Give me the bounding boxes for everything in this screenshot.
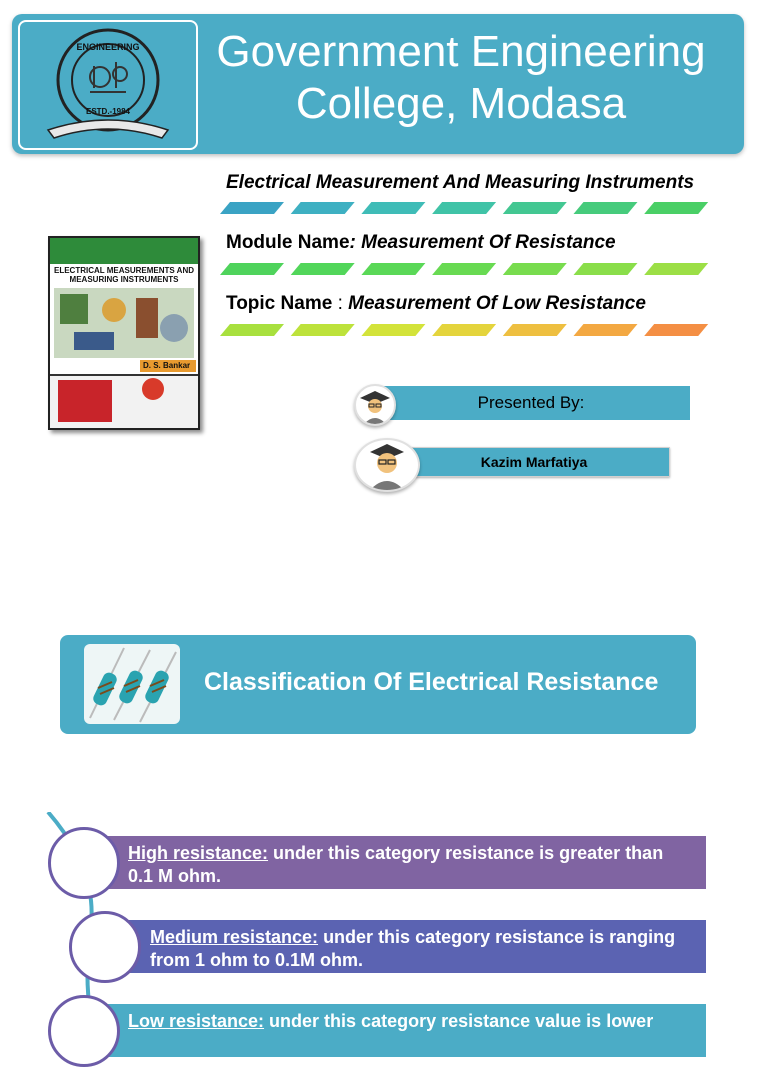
item-desc: under this category resistance is rangin… (150, 927, 676, 970)
topic-line: Topic Name : Measurement Of Low Resistan… (226, 293, 646, 315)
classification-title: Classification Of Electrical Resistance (204, 668, 659, 696)
module-value: : Measurement Of Resistance (349, 232, 616, 253)
stripe-segment (644, 263, 709, 275)
stripe-segment (432, 263, 497, 275)
graduate-icon (360, 391, 390, 424)
course-title: Electrical Measurement And Measuring Ins… (226, 172, 695, 193)
graduate-icon-large (370, 444, 404, 490)
stripe-segment (361, 263, 426, 275)
presented-by-label: Presented By: (372, 386, 690, 420)
list-bullet-circle (48, 995, 120, 1067)
presenter-avatar-large (354, 438, 420, 492)
presenter-name: Kazim Marfatiya (398, 447, 670, 477)
list-item-high-resistance: High resistance: under this category res… (106, 836, 706, 889)
stripe-row-2 (220, 263, 709, 275)
module-line: Module Name: Measurement Of Resistance (226, 232, 616, 254)
stripe-segment (502, 324, 567, 336)
stripe-segment (290, 263, 355, 275)
stripe-segment (432, 324, 497, 336)
stripe-segment (644, 202, 709, 214)
item-term: High resistance: (128, 843, 269, 863)
resistor-image (84, 644, 180, 724)
item-desc: under this category resistance is greate… (128, 843, 664, 886)
list-bullet-circle (48, 827, 120, 899)
item-term: Low resistance: (128, 1011, 265, 1031)
stripe-segment (361, 202, 426, 214)
stripe-segment (502, 263, 567, 275)
stripe-segment (573, 324, 638, 336)
stripe-segment (502, 202, 567, 214)
college-name: Government Engineering College, Modasa (196, 26, 726, 130)
list-item-low-resistance: Low resistance: under this category resi… (106, 1004, 706, 1057)
logo-text-top: ENGINEERING (76, 42, 139, 52)
logo-text-estd: ESTD.-1984 (86, 107, 131, 116)
book-title: ELECTRICAL MEASUREMENTS AND MEASURING IN… (54, 266, 195, 284)
item-term: Medium resistance: (150, 927, 319, 947)
stripe-segment (432, 202, 497, 214)
stripe-row-1 (220, 202, 709, 214)
stripe-segment (220, 324, 284, 336)
topic-label: Topic Name (226, 293, 333, 314)
stripe-segment (573, 263, 638, 275)
list-bullet-circle (69, 911, 141, 983)
stripe-segment (361, 324, 426, 336)
stripe-segment (290, 324, 355, 336)
item-desc: under this category resistance value is … (264, 1011, 654, 1031)
stripe-segment (220, 202, 284, 214)
college-name-line1: Government Engineering (216, 27, 706, 76)
list-item-medium-resistance: Medium resistance: under this category r… (128, 920, 706, 973)
stripe-segment (573, 202, 638, 214)
book-circuit-illustration (60, 294, 188, 350)
stripe-segment (220, 263, 284, 275)
stripe-segment (290, 202, 355, 214)
book-author: D. S. Bankar (140, 360, 196, 372)
book-cover-image: ELECTRICAL MEASUREMENTS AND MEASURING IN… (48, 236, 200, 430)
resistors-icon (89, 647, 177, 723)
stripe-row-3 (220, 324, 709, 336)
college-name-line2: College, Modasa (295, 79, 627, 128)
module-label: Module Name (226, 232, 350, 253)
college-logo-frame: ENGINEERING ESTD.-1984 (18, 20, 198, 150)
college-logo-icon: ENGINEERING ESTD.-1984 (46, 28, 170, 139)
topic-value: Measurement Of Low Resistance (348, 293, 646, 314)
presenter-avatar-small (354, 384, 396, 426)
topic-separator: : (337, 293, 343, 314)
stripe-segment (644, 324, 709, 336)
